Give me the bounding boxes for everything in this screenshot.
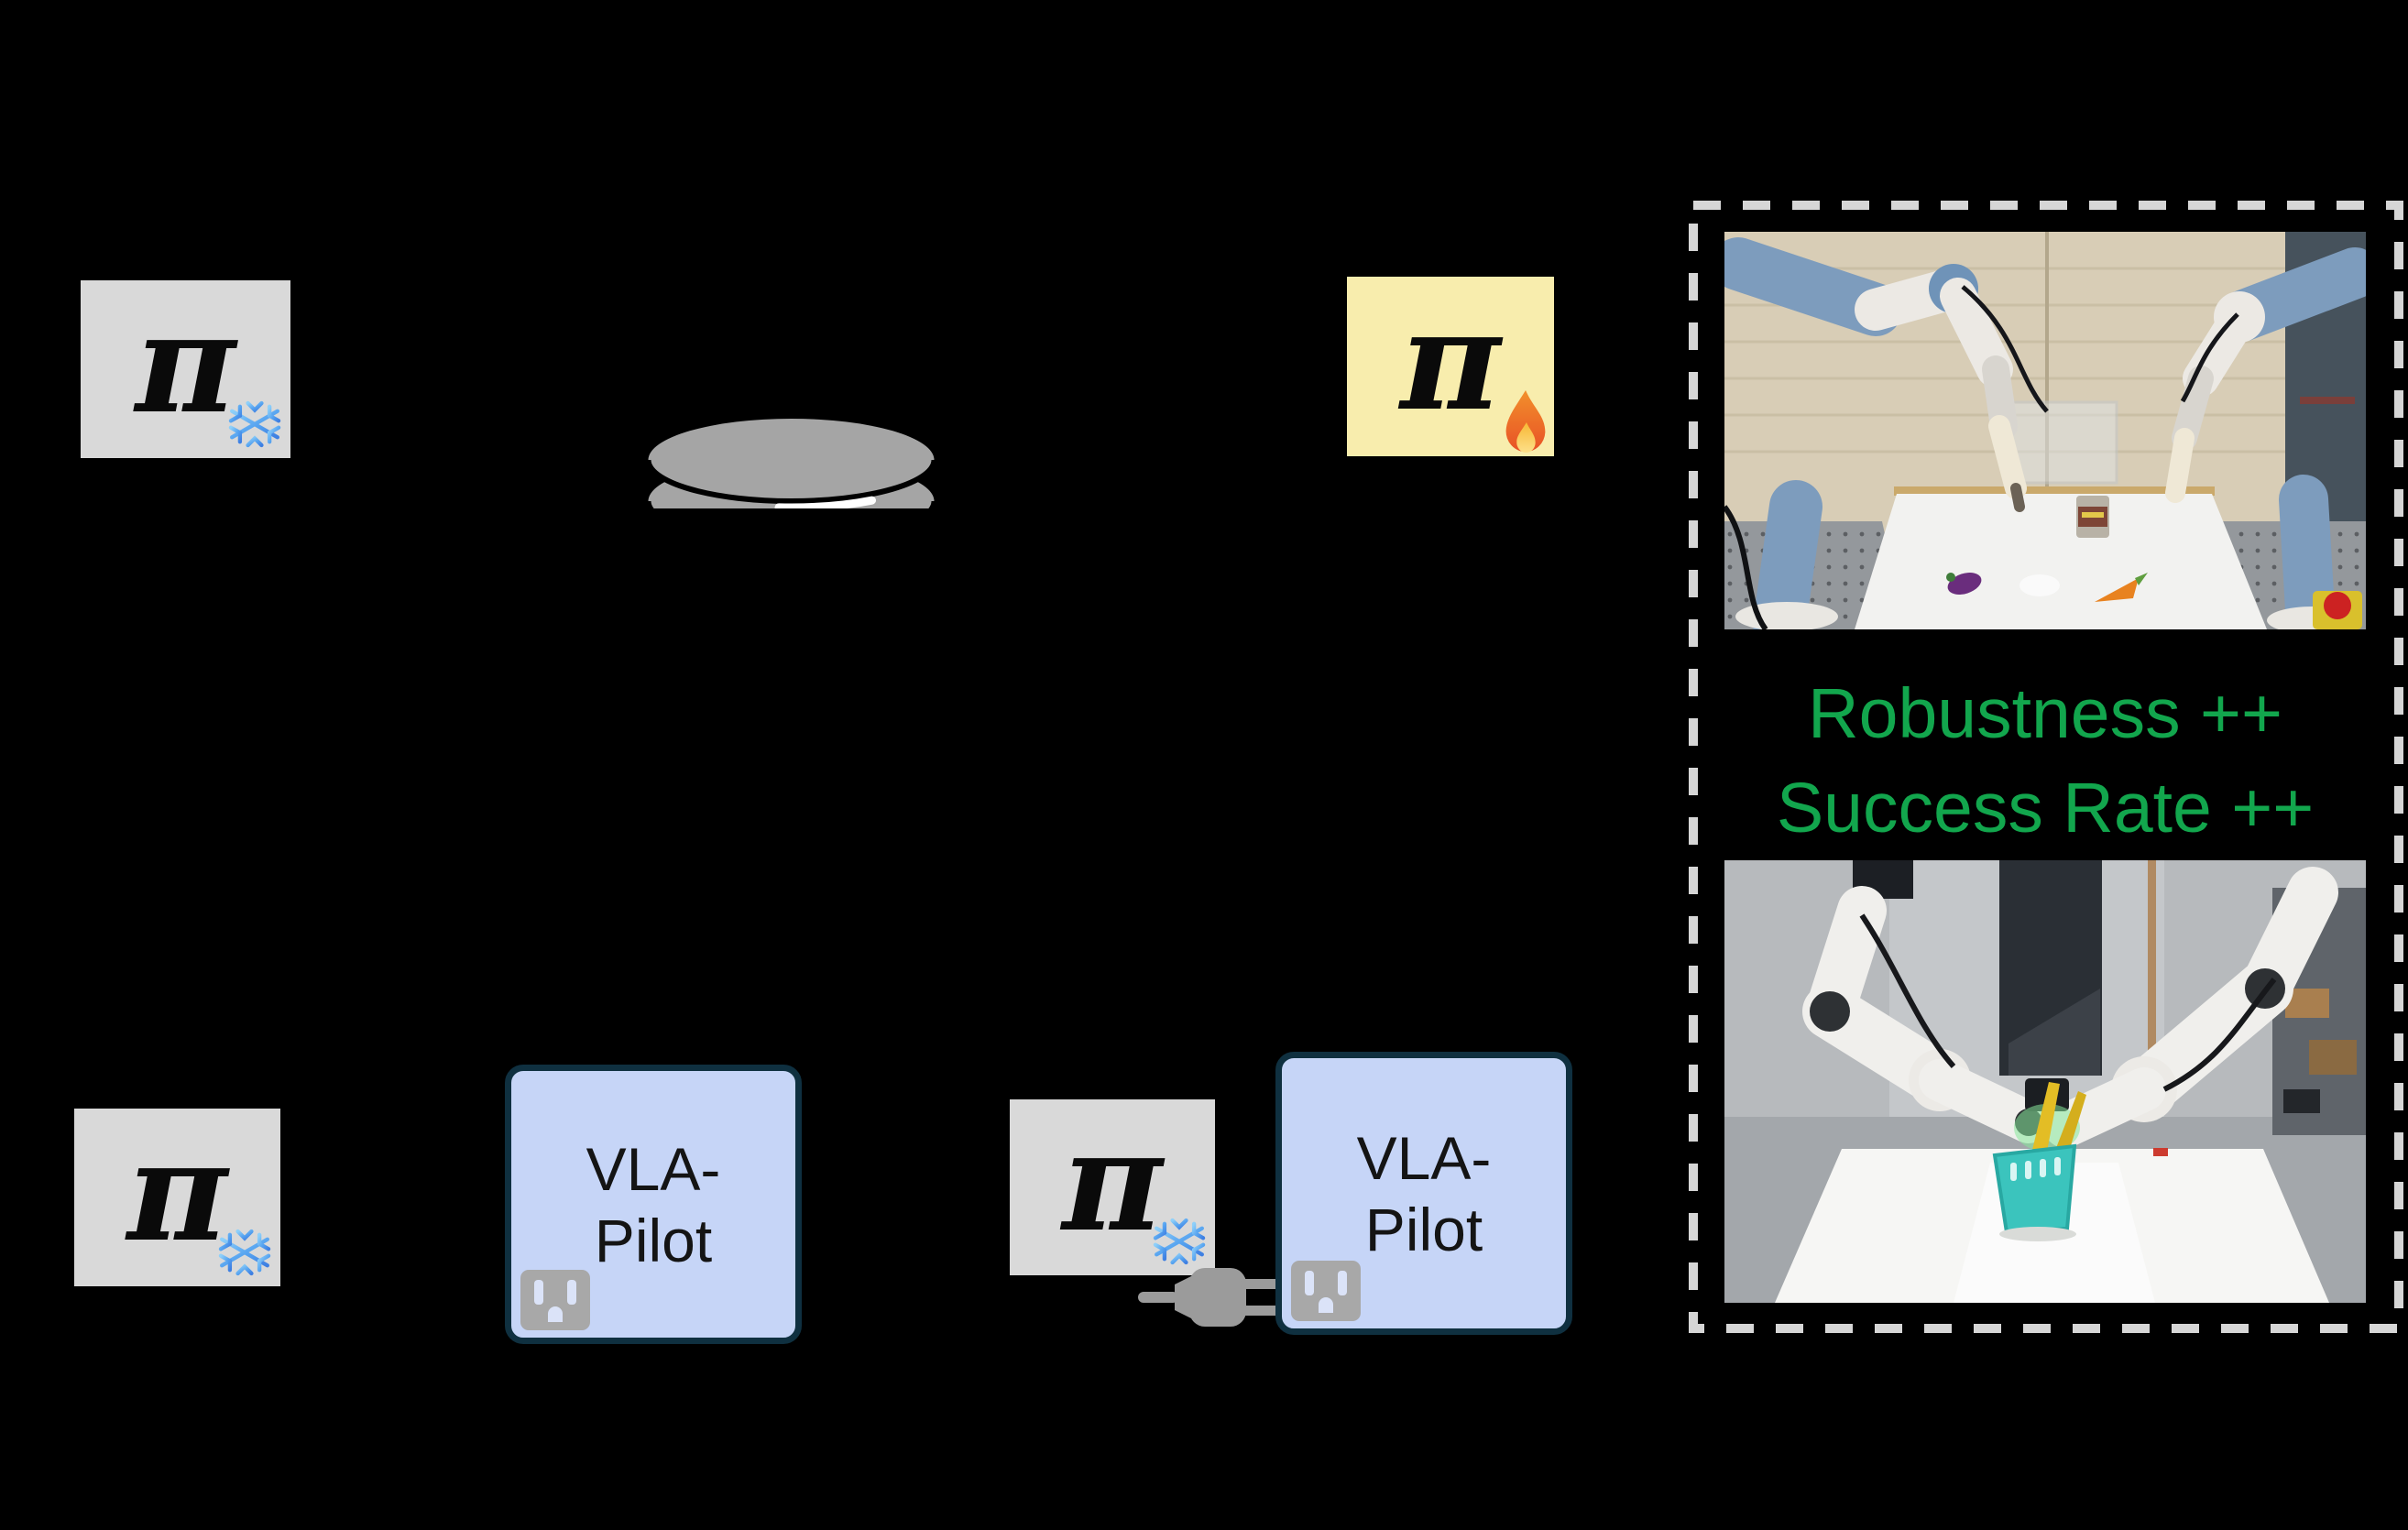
pretrained-policy-box: π xyxy=(81,280,290,458)
vla-pilot-box-right: VLA- Pilot xyxy=(1275,1052,1572,1335)
vla-pilot-label-line1: VLA- xyxy=(1356,1123,1492,1192)
frozen-policy-box-left: π xyxy=(74,1109,280,1286)
finetuned-policy-box: π xyxy=(1347,277,1554,456)
success-rate-result-text: Success Rate ++ xyxy=(1776,769,2315,847)
database-icon xyxy=(644,419,938,508)
power-plug-icon xyxy=(1138,1268,1283,1327)
vla-pilot-box-left: VLA- Pilot xyxy=(505,1065,802,1344)
pi-symbol: π xyxy=(135,283,236,444)
power-outlet-icon xyxy=(1291,1261,1361,1321)
pi-symbol: π xyxy=(1062,1101,1163,1262)
results-panel xyxy=(1689,201,2403,1333)
pi-symbol: π xyxy=(126,1111,228,1273)
power-outlet-icon xyxy=(520,1270,590,1330)
vla-pilot-label-line1: VLA- xyxy=(586,1134,721,1203)
robustness-result-text: Robustness ++ xyxy=(1808,674,2282,753)
dashed-border xyxy=(1689,201,2403,1333)
snowflake-icon xyxy=(216,1224,273,1281)
snowflake-icon xyxy=(226,396,283,453)
vla-pilot-label-line2: Pilot xyxy=(1364,1195,1483,1263)
vla-pilot-label-line2: Pilot xyxy=(594,1206,713,1274)
dual-arm-blue-white-robots-tabletop-photo xyxy=(1724,232,2366,629)
flame-icon xyxy=(1505,389,1546,453)
pi-symbol: π xyxy=(1400,280,1501,442)
dual-arm-white-robots-teal-basket-photo xyxy=(1724,860,2366,1303)
frozen-policy-box-mid: π xyxy=(1010,1099,1215,1275)
